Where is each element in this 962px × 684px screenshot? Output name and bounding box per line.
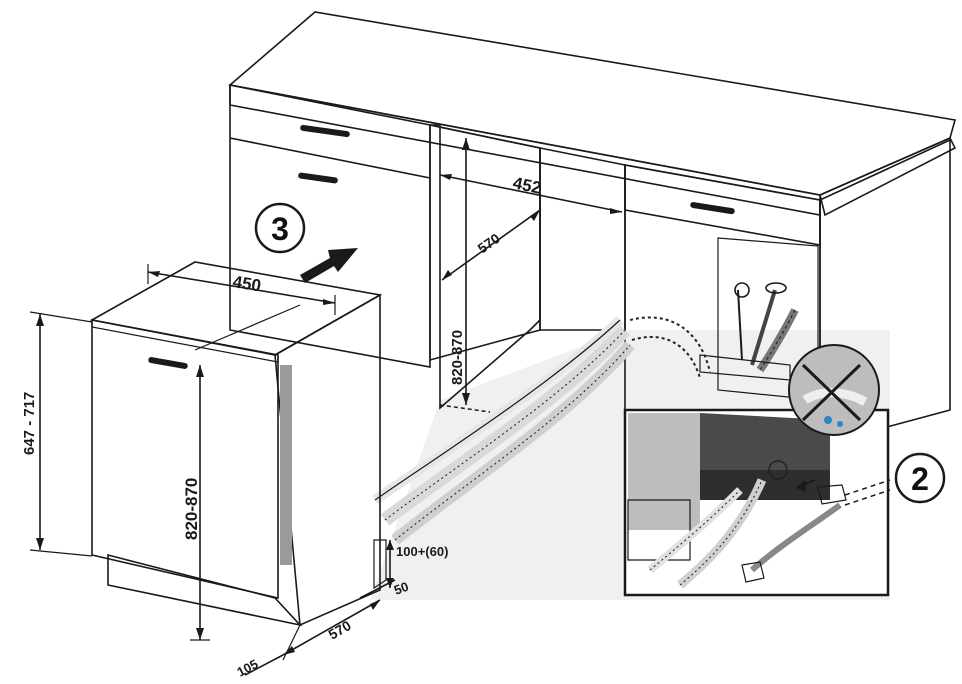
dim-dishwasher-depth: 570 [282, 599, 381, 661]
dim-cabinet-gap-width: 452 [439, 173, 623, 214]
dim-label-450: 450 [231, 272, 262, 295]
dim-plinth-height: 100+(60) [373, 539, 448, 590]
hose-connection-inset [623, 408, 891, 597]
dim-label-50: 50 [392, 579, 411, 598]
step-3-label: 3 [271, 211, 289, 247]
dim-label-plinth: 100+(60) [396, 544, 448, 559]
door-handle [148, 357, 188, 369]
drawer-handle-mid [298, 172, 338, 184]
sink-plumbing [629, 282, 799, 381]
step-3-badge: 3 [254, 202, 306, 254]
dim-cabinet-depth: 570 [441, 209, 541, 281]
drawer-handle-right [690, 202, 735, 215]
dim-label-105: 105 [234, 656, 260, 679]
countertop [228, 11, 957, 217]
dim-cabinet-height: 820-870 [439, 138, 491, 413]
dim-label-820-870-dishwasher: 820-870 [182, 478, 201, 540]
dishwasher [89, 261, 383, 627]
dim-label-820-870-cabinet: 820-870 [449, 330, 466, 385]
dim-label-452: 452 [511, 173, 543, 197]
arrow-right-icon [300, 248, 358, 283]
dim-door-panel-height: 647 - 717 [21, 311, 93, 557]
dim-panel-offset: 105 [234, 654, 284, 680]
door-panel [91, 319, 279, 600]
dim-dishwasher-width: 450 [147, 264, 336, 315]
dim-label-570-dishwasher: 570 [326, 617, 354, 643]
no-leak-icon [788, 344, 880, 436]
water-tap-icon [734, 282, 750, 298]
drawer-handle-top [300, 124, 350, 138]
drain-hose-icon [372, 316, 635, 545]
dim-dishwasher-height: 820-870 [182, 365, 210, 641]
water-tap-icon [741, 561, 765, 583]
dim-label-647-717: 647 - 717 [21, 392, 38, 455]
step-2-label: 2 [911, 461, 929, 497]
dim-label-570-cabinet: 570 [475, 230, 503, 257]
dim-top-depth-line [194, 304, 301, 351]
dim-plinth-offset: 50 [359, 579, 411, 599]
step-2-badge: 2 [894, 452, 946, 504]
